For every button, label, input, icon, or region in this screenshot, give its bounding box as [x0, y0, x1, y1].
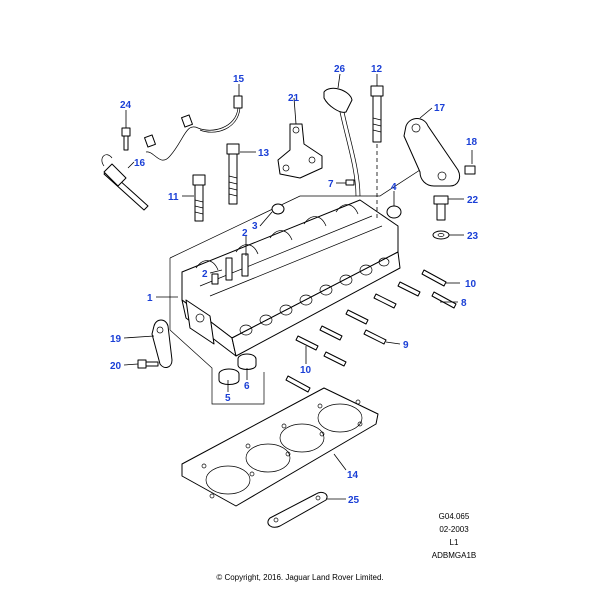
cam-cover-26 [323, 87, 361, 197]
callout-15: 15 [233, 74, 245, 85]
callout-2a: 2 [202, 269, 208, 280]
head-gasket-14 [181, 387, 379, 507]
callout-1: 1 [147, 293, 153, 304]
cylinder-head [181, 199, 401, 357]
bracket-17 [403, 118, 461, 187]
washer-23 [432, 230, 450, 240]
bolt-20 [137, 359, 159, 369]
callout-17: 17 [434, 103, 446, 114]
studs [285, 269, 457, 393]
callout-26: 26 [334, 64, 346, 75]
plate-25 [267, 491, 328, 528]
sensor-harness [144, 95, 243, 161]
callout-3: 3 [252, 221, 258, 232]
callout-8: 8 [461, 298, 467, 309]
plug-4 [386, 205, 402, 219]
callout-13: 13 [258, 148, 270, 159]
diagram-code: ADBMGA1B [431, 551, 477, 560]
callout-19: 19 [110, 334, 122, 345]
callout-5: 5 [225, 393, 231, 404]
bolt-18 [464, 165, 476, 175]
seal-6 [237, 353, 257, 370]
callout-10a: 10 [465, 279, 477, 290]
copyright-notice: © Copyright, 2016. Jaguar Land Rover Lim… [216, 573, 384, 582]
bolt-13 [226, 143, 240, 205]
callout-9: 9 [403, 340, 409, 351]
callout-20: 20 [110, 361, 122, 372]
bolt-12 [370, 85, 384, 220]
bracket-19 [151, 319, 173, 368]
diagram-level: L1 [449, 538, 459, 547]
bolt-7 [345, 179, 355, 186]
plug-3 [271, 203, 285, 215]
callout-11: 11 [168, 192, 179, 203]
callout-23: 23 [467, 231, 479, 242]
callout-25: 25 [348, 495, 360, 506]
diagram-date: 02-2003 [439, 525, 469, 534]
callout-2b: 2 [242, 228, 248, 239]
seal-5 [218, 368, 240, 385]
bracket-21 [277, 123, 323, 179]
bolt-11 [192, 174, 206, 222]
callout-12: 12 [371, 64, 383, 75]
callout-21: 21 [288, 93, 300, 104]
callout-4: 4 [391, 182, 397, 193]
callout-6: 6 [244, 381, 250, 392]
bolt-24 [121, 127, 131, 151]
glow-plug [101, 154, 149, 211]
callout-7: 7 [328, 179, 334, 190]
callout-24: 24 [120, 100, 132, 111]
callout-16: 16 [134, 158, 146, 169]
union-22 [433, 195, 449, 221]
callout-18: 18 [466, 137, 478, 148]
diagram-ref: G04.065 [438, 512, 470, 521]
assembly-outline [169, 258, 265, 405]
valve-stems [211, 253, 249, 285]
callout-10b: 10 [300, 365, 312, 376]
leader-lines [123, 73, 473, 500]
callout-labels: 1 2 2 3 4 5 6 7 8 9 10 10 11 12 13 14 15… [110, 64, 479, 506]
callout-14: 14 [347, 470, 359, 481]
callout-22: 22 [467, 195, 479, 206]
